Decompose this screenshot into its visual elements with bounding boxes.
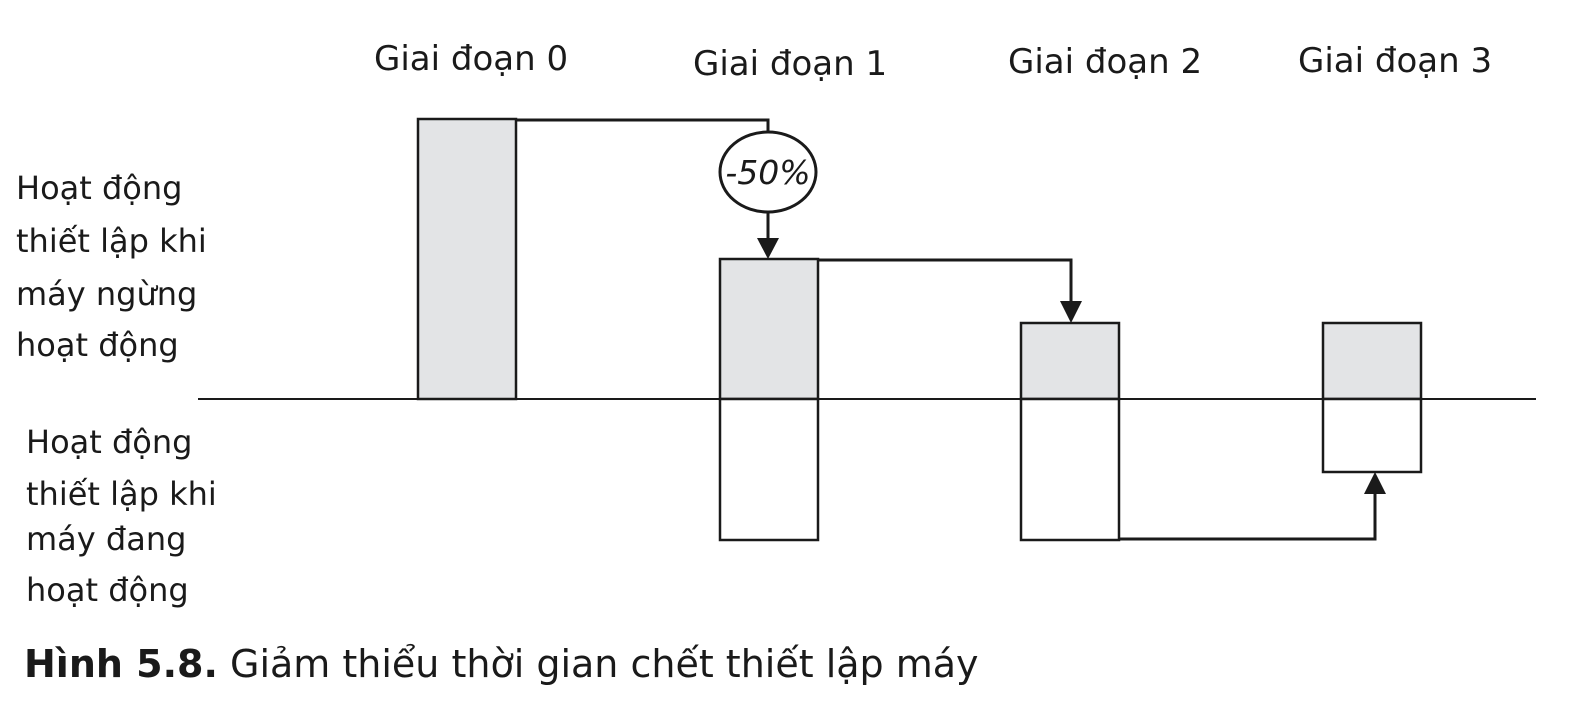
stopped-label-line-3: máy ngừng	[16, 275, 197, 313]
running-label-line-1: Hoạt động	[26, 423, 192, 461]
running-label-line-2: thiết lập khi	[26, 475, 217, 513]
stage-3-running-bar	[1321, 397, 1423, 474]
caption-number: Hình 5.8.	[24, 642, 218, 686]
connector-stage-0-to-badge	[516, 118, 770, 134]
running-setup-label: Hoạt động thiết lập khi máy đang hoạt độ…	[26, 423, 217, 609]
stage-2-label: Giai đoạn 2	[1008, 42, 1202, 82]
stopped-label-line-1: Hoạt động	[16, 169, 182, 207]
stage-3-label: Giai đoạn 3	[1298, 41, 1492, 81]
stage-1-running-bar	[718, 397, 820, 542]
stopped-label-line-4: hoạt động	[16, 326, 179, 364]
figure-caption: Hình 5.8. Giảm thiểu thời gian chết thiế…	[24, 642, 979, 686]
stopped-setup-label: Hoạt động thiết lập khi máy ngừng hoạt đ…	[16, 169, 207, 364]
running-label-line-4: hoạt động	[26, 571, 189, 609]
running-label-line-3: máy đang	[26, 520, 186, 558]
stage-2-running-bar	[1019, 397, 1121, 542]
caption-text: Giảm thiểu thời gian chết thiết lập máy	[217, 642, 979, 686]
arrowhead-stage-3	[1364, 472, 1386, 494]
stage-2-stopped-bar	[1019, 321, 1121, 401]
connector-stage-2-to-stage-3	[1119, 492, 1377, 541]
reduction-badge-label: -50%	[725, 153, 810, 192]
stage-0-stopped-bar	[416, 117, 518, 401]
arrowhead-stage-2	[1060, 301, 1082, 323]
stage-1-label: Giai đoạn 1	[693, 44, 887, 84]
stage-1-stopped-bar	[718, 257, 820, 401]
connector-stage-1-to-stage-2	[818, 258, 1073, 303]
arrowhead-stage-1	[757, 238, 779, 259]
stage-3-stopped-bar	[1321, 321, 1423, 401]
stage-0-label: Giai đoạn 0	[374, 39, 568, 79]
stopped-label-line-2: thiết lập khi	[16, 222, 207, 260]
